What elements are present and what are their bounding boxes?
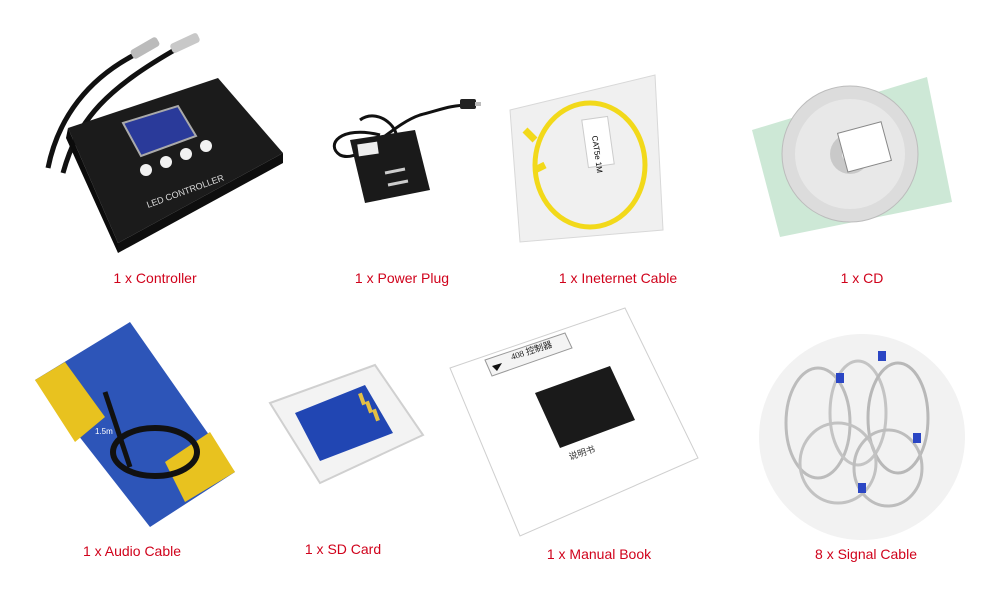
audio-cable-image: 1.5m	[35, 322, 235, 527]
caption-power-plug: 1 x Power Plug	[354, 270, 450, 286]
caption-signal-cable: 8 x Signal Cable	[815, 546, 917, 562]
signal-cable-image	[759, 334, 965, 540]
controller-image: LED CONTROLLER	[45, 33, 283, 253]
power-plug-image	[332, 99, 481, 203]
caption-sd-card: 1 x SD Card	[304, 541, 382, 557]
caption-internet-cable: 1 x Ineternet Cable	[558, 270, 678, 286]
sd-card-image	[268, 363, 425, 485]
caption-manual-book: 1 x Manual Book	[546, 546, 652, 562]
caption-audio-cable: 1 x Audio Cable	[82, 543, 182, 559]
caption-cd: 1 x CD	[840, 270, 884, 286]
audio-tag: 1.5m	[95, 427, 113, 436]
internet-cable-image: CAT5e 1M	[509, 74, 664, 243]
caption-controller: 1 x Controller	[113, 270, 197, 286]
cd-image	[752, 77, 952, 237]
manual-book-image: 408 控制器 说明书	[449, 307, 699, 537]
